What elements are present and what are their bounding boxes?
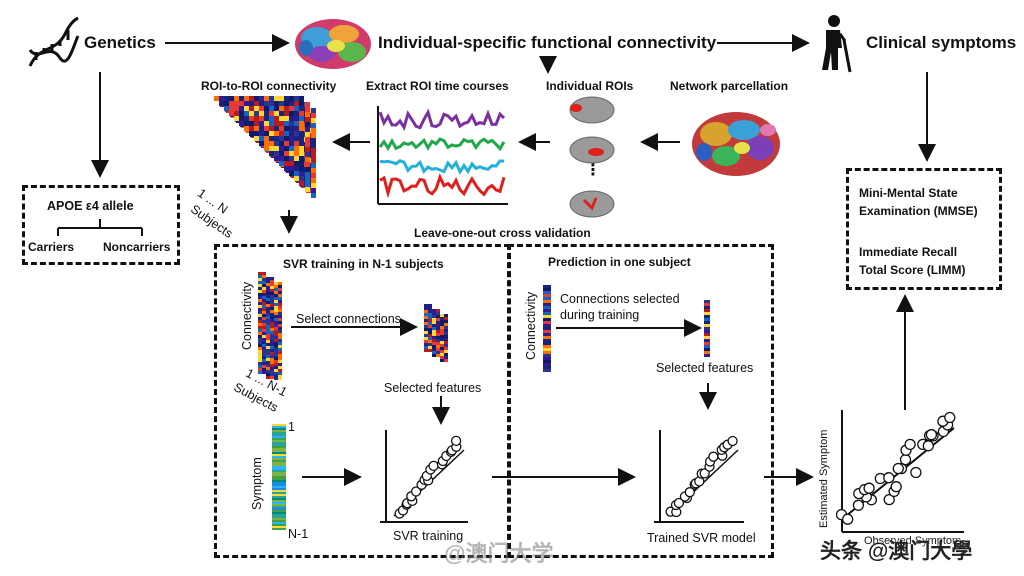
carriers-label: Carriers bbox=[28, 240, 75, 254]
training-selected-features: Selected features bbox=[384, 381, 482, 395]
individual-rois-label: Individual ROIs bbox=[546, 79, 634, 93]
time-course-purple bbox=[378, 108, 506, 132]
symptom-bottom-label: N-1 bbox=[288, 527, 309, 541]
noncarriers-label: Noncarriers bbox=[103, 240, 171, 254]
genetics-header: Genetics bbox=[84, 33, 156, 52]
connectivity-header: Individual-specific functional connectiv… bbox=[378, 33, 717, 52]
prediction-title: Prediction in one subject bbox=[548, 255, 691, 269]
training-connectivity-matrices bbox=[258, 272, 282, 380]
roi-connectivity-label: ROI-to-ROI connectivity bbox=[201, 79, 337, 93]
trained-model-label: Trained SVR model bbox=[647, 531, 756, 545]
time-course-green bbox=[378, 137, 506, 152]
time-course-red bbox=[379, 173, 506, 199]
watermark-center: @澳门大学 bbox=[444, 541, 554, 566]
training-connectivity-label: Connectivity bbox=[240, 281, 254, 350]
roi-connectivity-matrices bbox=[214, 96, 316, 198]
mmse-line1: Mini-Mental State bbox=[859, 186, 958, 200]
network-parcellation-label: Network parcellation bbox=[670, 79, 789, 93]
result-ylabel: Estimated Symptom bbox=[818, 429, 830, 528]
svr-training-scatter bbox=[380, 430, 468, 523]
prediction-selected-bar bbox=[704, 300, 710, 357]
mmse-line2: Examination (MMSE) bbox=[859, 204, 978, 218]
symptom-bar bbox=[272, 424, 286, 530]
symptom-label: Symptom bbox=[250, 457, 264, 510]
result-xlabel: Observed Symptom bbox=[864, 535, 962, 547]
connections-selected-line2: during training bbox=[560, 308, 640, 322]
elderly-person-icon bbox=[822, 15, 852, 73]
clinical-scores-box bbox=[846, 168, 1002, 290]
prediction-box bbox=[508, 244, 774, 558]
limm-line1: Immediate Recall bbox=[859, 245, 958, 259]
prediction-connectivity-bar bbox=[543, 285, 551, 372]
estimated-vs-observed-scatter bbox=[836, 410, 964, 533]
ellipsis-dots: ⋮ bbox=[585, 162, 601, 179]
roi-time-courses bbox=[377, 106, 508, 205]
dna-icon bbox=[28, 16, 80, 67]
connections-selected-line1: Connections selected bbox=[560, 292, 680, 306]
extract-time-courses-label: Extract ROI time courses bbox=[366, 79, 509, 93]
watermark-corner: 头条 @澳门大學 bbox=[820, 540, 973, 563]
prediction-connectivity-label: Connectivity bbox=[524, 291, 538, 360]
symptom-top-label: 1 bbox=[288, 420, 295, 434]
apoe-box bbox=[22, 185, 180, 265]
clinical-header: Clinical symptoms bbox=[866, 33, 1017, 52]
training-title: SVR training in N-1 subjects bbox=[283, 257, 444, 271]
loocv-label: Leave-one-out cross validation bbox=[414, 226, 591, 240]
parcellation-brain-icon bbox=[692, 112, 780, 176]
apoe-title: APOE ε4 allele bbox=[47, 199, 134, 213]
select-connections-label: Select connections bbox=[296, 312, 401, 326]
brain-connectivity-icon bbox=[295, 19, 371, 69]
trained-model-scatter bbox=[654, 430, 744, 523]
limm-line2: Total Score (LIMM) bbox=[859, 263, 966, 277]
svr-training-label: SVR training bbox=[393, 529, 464, 543]
selected-feature-matrices bbox=[424, 304, 448, 362]
time-course-cyan bbox=[379, 159, 505, 175]
prediction-selected-features: Selected features bbox=[656, 361, 754, 375]
individual-roi-brains bbox=[569, 96, 615, 218]
